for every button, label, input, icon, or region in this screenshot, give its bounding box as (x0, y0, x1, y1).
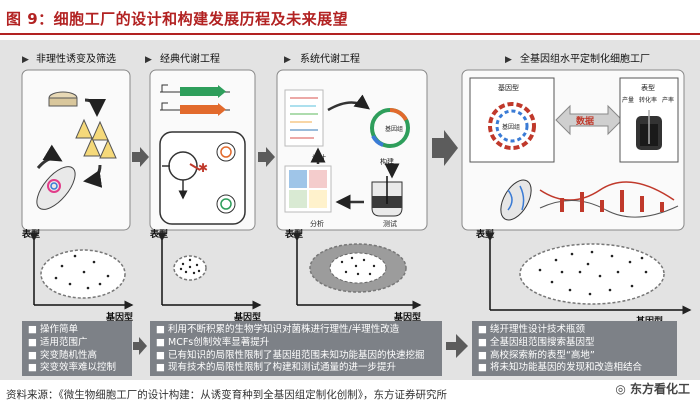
bullet-item: ■ 突变效率难以控制 (28, 362, 117, 374)
genome-circle-icon (488, 102, 536, 150)
label-product: 产率 (662, 96, 674, 104)
bioreactor-icon (371, 176, 403, 217)
search-space-ellipse (40, 249, 126, 299)
omics-analysis-icon (284, 165, 332, 213)
label-phenotype-box: 表型 (641, 83, 655, 92)
bullet-item: ■ 绕开理性设计技术瓶颈 (478, 324, 586, 335)
flow-arrow-icon (36, 144, 63, 169)
label-genome-2: 基因组 (502, 123, 520, 131)
source-note: 资料来源：《微生物细胞工厂的设计构建：从诱变育种到全基因组定制化创制》，东方证券… (6, 389, 447, 401)
label-analyze: 分析 (310, 219, 324, 228)
space-plot-2: 表型 基因型 (149, 228, 262, 323)
bullet-item: ■ 已有知识的局限性限制了基因组范围未知功能基因的快速挖掘 (156, 349, 425, 361)
stage-header-4: ▶ 全基因组水平定制化细胞工厂 (505, 52, 650, 65)
label-genome: 基因组 (385, 125, 403, 133)
stage-label-1: 非理性诱变及筛选 (36, 52, 116, 65)
label-build: 构建 (380, 157, 394, 166)
bullet-item: ■ 现有技术的局限性限制了构建和测试通量的进一步提升 (156, 362, 397, 374)
axis-label-genotype: 基因型 (233, 311, 261, 323)
box-arrows (133, 334, 468, 358)
label-data: 数据 (576, 115, 594, 127)
right-arrow-icon (446, 334, 468, 358)
fermenter-icon (636, 110, 662, 150)
stage-header-1: ▶ 非理性诱变及筛选 (22, 52, 116, 65)
figure-title: 图 9：细胞工厂的设计和构建发展历程及未来展望 (6, 10, 349, 28)
axis-label-phenotype: 表型 (149, 228, 168, 240)
diagram-canvas: ▶ 非理性诱变及筛选 ▶ 经典代谢工程 ▶ 系统代谢工程 ▶ 全基因组水平定制化… (0, 40, 700, 380)
right-arrow-icon (432, 130, 458, 166)
stage23-summary-box: ■ 利用不断积累的生物学知识对菌株进行理性/半理性改造 ■ MCFs创制效率显著… (150, 321, 442, 376)
right-arrow-icon (258, 147, 275, 167)
stage3-panel: 设计 基因组 构建 测试 分析 (276, 69, 428, 231)
diagram-svg: ▶ 非理性诱变及筛选 ▶ 经典代谢工程 ▶ 系统代谢工程 ▶ 全基因组水平定制化… (21, 52, 692, 358)
stage1-summary-box: ■ 操作简单 ■ 适用范围广 ■ 突变随机性高 ■ 突变效率难以控制 (22, 321, 132, 376)
stage-label-3: 系统代谢工程 (300, 52, 360, 65)
variant-dots (340, 256, 376, 276)
flow-arrow-icon (83, 164, 103, 188)
title-rule (0, 33, 700, 35)
gene-construct-icon (160, 84, 230, 116)
stage4-panel: 基因型 基因组 数据 表型 产量 转化率 产率 (461, 69, 685, 231)
stage-marker-icon: ▶ (22, 55, 29, 65)
stage-header-2: ▶ 经典代谢工程 (145, 52, 220, 65)
design-network-icon (284, 89, 324, 147)
axis-label-phenotype: 表型 (21, 228, 40, 240)
stage-arrows (132, 130, 458, 167)
bullet-item: ■ 操作简单 (28, 324, 79, 335)
stage-label-2: 经典代谢工程 (160, 52, 220, 65)
plasmid-icon: 基因组 (370, 108, 410, 148)
label-yield: 产量 (622, 96, 634, 104)
bullet-item: ■ MCFs创制效率显著提升 (156, 336, 270, 348)
bullet-item: ■ 全基因组范围搜索基因型 (478, 336, 595, 348)
space-plot-1: 表型 基因型 (21, 228, 134, 323)
title-bar: 图 9：细胞工厂的设计和构建发展历程及未来展望 (0, 0, 700, 36)
space-plot-3: 表型 基因型 (284, 228, 422, 323)
bullet-item: ■ 将未知功能基因的发现和改造相结合 (478, 362, 643, 374)
watermark: ◎ 东方看化工 (615, 382, 690, 396)
bullet-item: ■ 利用不断积累的生物学知识对菌株进行理性/半理性改造 (156, 324, 400, 335)
stage1-panel (21, 69, 131, 231)
stage-header-3: ▶ 系统代谢工程 (284, 52, 360, 65)
stage-marker-icon: ▶ (284, 55, 291, 65)
variant-dots (54, 254, 110, 290)
right-arrow-icon (132, 147, 149, 167)
variant-dots (538, 250, 648, 296)
stage-marker-icon: ▶ (505, 55, 512, 65)
label-test: 测试 (383, 219, 397, 228)
label-genotype-box: 基因型 (498, 83, 519, 92)
axis-label-genotype: 基因型 (393, 311, 421, 323)
bullet-item: ■ 突变随机性高 (28, 349, 98, 361)
search-space-inner (329, 252, 387, 284)
variant-dots (179, 258, 201, 275)
svg-text:✱: ✱ (198, 161, 208, 175)
flask-group-icon (75, 118, 117, 159)
stage-label-4: 全基因组水平定制化细胞工厂 (520, 52, 650, 65)
space-plot-4: 表型 基因型 (475, 228, 692, 327)
stage4-summary-box: ■ 绕开理性设计技术瓶颈 ■ 全基因组范围搜索基因型 ■ 高校探索新的表型“高地… (472, 321, 677, 376)
bullet-item: ■ 高校探索新的表型“高地” (478, 349, 595, 361)
axis-label-phenotype: 表型 (475, 228, 494, 240)
axis-label-phenotype: 表型 (284, 228, 303, 240)
bullet-item: ■ 适用范围广 (28, 336, 88, 348)
label-rate: 转化率 (639, 96, 657, 104)
stage2-panel: ✱ (149, 69, 256, 231)
right-arrow-icon (133, 337, 147, 355)
stage-marker-icon: ▶ (145, 55, 152, 65)
flow-arrow-icon (84, 98, 106, 117)
cell-population-icon (500, 179, 679, 221)
axis-label-genotype: 基因型 (105, 311, 133, 323)
genotype-box (469, 77, 555, 163)
